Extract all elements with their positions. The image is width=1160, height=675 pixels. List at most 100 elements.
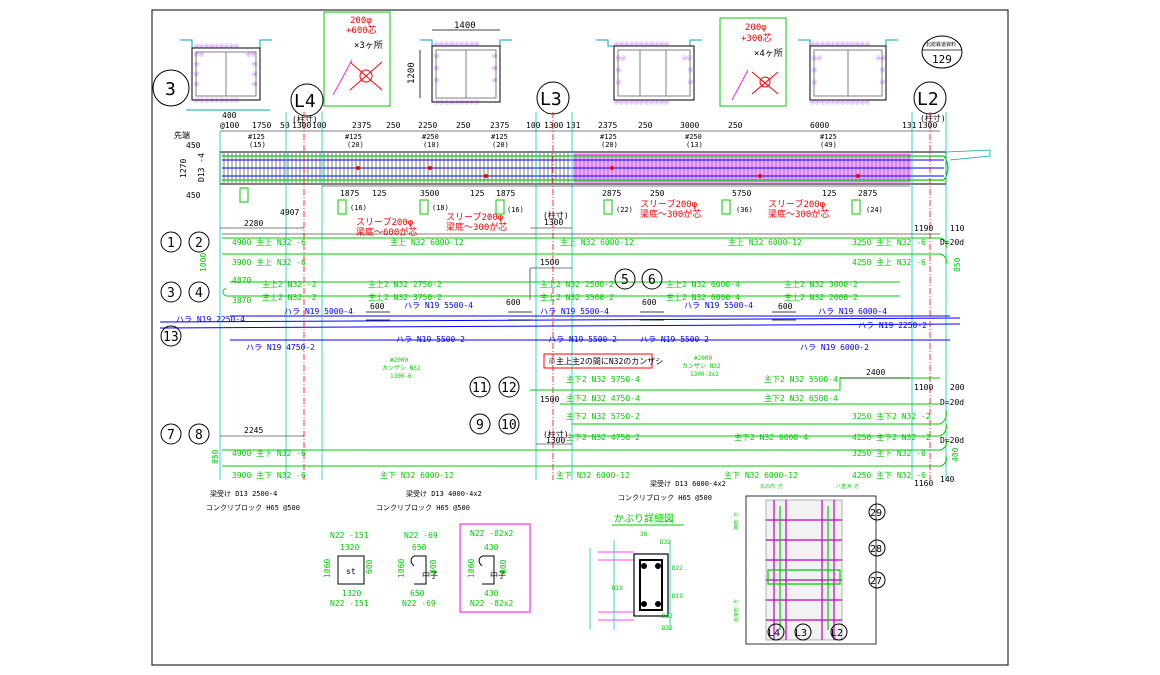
svg-text:主下 N32 6000-12: 主下 N32 6000-12 xyxy=(380,470,454,480)
svg-text:スリーブ200φ: スリーブ200φ xyxy=(640,198,698,210)
svg-text:ⓓ: ⓓ xyxy=(492,53,497,60)
svg-text:250: 250 xyxy=(650,189,665,198)
svg-text:D32: D32 xyxy=(662,625,673,632)
svg-text:コンクリブロック H65 @500: コンクリブロック H65 @500 xyxy=(618,493,712,502)
svg-text:3250 主下2 N32 -2: 3250 主下2 N32 -2 xyxy=(852,411,931,421)
circle-3-big: 3 xyxy=(165,79,176,100)
kanzashi-note-box xyxy=(543,353,653,369)
svg-text:ⓓⓓ: ⓓⓓ xyxy=(682,55,692,62)
bar-shape-st: N22 -151 1320 1060 600 1320 N22 -151 st xyxy=(323,531,374,608)
svg-text:400: 400 xyxy=(951,447,960,462)
svg-text:131: 131 xyxy=(566,121,581,130)
svg-text:ⓓ: ⓓ xyxy=(616,79,621,86)
svg-text:ⓓ: ⓓ xyxy=(688,79,693,86)
svg-text:ⓓ: ⓓ xyxy=(616,67,621,74)
svg-text:131: 131 xyxy=(902,121,917,130)
svg-text:(24): (24) xyxy=(866,206,883,214)
svg-text:主下2 N32 4750-4: 主下2 N32 4750-4 xyxy=(566,393,640,403)
svg-text:4250 主下 N32 -6: 4250 主下 N32 -6 xyxy=(852,470,926,480)
svg-text:8: 8 xyxy=(195,428,203,443)
col-label-L2: (柱寸) xyxy=(920,113,946,123)
svg-text:(16): (16) xyxy=(350,204,367,212)
svg-text:650: 650 xyxy=(412,543,427,552)
svg-text:250: 250 xyxy=(386,121,401,130)
svg-text:主上 N32 6000-12: 主上 N32 6000-12 xyxy=(728,237,802,247)
svg-text:1: 1 xyxy=(167,236,175,251)
svg-text:ⓓ: ⓓ xyxy=(812,67,817,74)
svg-text:主上2 N32 2750-2: 主上2 N32 2750-2 xyxy=(368,279,442,289)
svg-text:ⓓⓓ: ⓓⓓ xyxy=(194,51,204,58)
bar-shape-nakago-2: N22 -82x2 430 1060 800 430 N22 -82x2 中子 xyxy=(467,529,514,608)
svg-text:@100: @100 xyxy=(220,121,239,130)
col-label-L4: (柱寸) xyxy=(292,114,318,124)
svg-text:ⓓⓓ: ⓓⓓ xyxy=(812,55,822,62)
svg-text:丸の内 方: 丸の内 方 xyxy=(760,483,783,490)
svg-text:1300: 1300 xyxy=(544,218,563,227)
svg-text:(18): (18) xyxy=(432,204,449,212)
svg-text:ⓓ: ⓓ xyxy=(194,71,199,78)
svg-text:梁底～300が芯: 梁底～300が芯 xyxy=(446,221,507,233)
kanzashi-note: ※主上主2の間にN32のカンザシ xyxy=(548,356,663,366)
svg-text:ⓓ: ⓓ xyxy=(252,71,257,78)
svg-text:ⓓ: ⓓ xyxy=(252,61,257,68)
svg-text:600: 600 xyxy=(370,302,385,311)
svg-text:梁受け D13 4000-4x2: 梁受け D13 4000-4x2 xyxy=(406,489,482,498)
svg-text:主上 N32 6000-12: 主上 N32 6000-12 xyxy=(560,237,634,247)
svg-text:主上2 N32 2000-2: 主上2 N32 2000-2 xyxy=(784,292,858,302)
svg-text:カンザシ N32: カンザシ N32 xyxy=(682,363,721,370)
svg-text:D13 -4: D13 -4 xyxy=(197,153,206,182)
svg-text:100: 100 xyxy=(312,121,327,130)
note2-line2: +300芯 xyxy=(741,32,772,44)
svg-text:st: st xyxy=(346,567,356,576)
svg-text:7: 7 xyxy=(167,428,175,443)
svg-text:主上 N32 6000-12: 主上 N32 6000-12 xyxy=(390,237,464,247)
svg-text:主上2 N32 6000-4: 主上2 N32 6000-4 xyxy=(666,279,740,289)
svg-text:4900 主下 N32 -6: 4900 主下 N32 -6 xyxy=(232,448,306,458)
svg-text:N22 -82x2: N22 -82x2 xyxy=(470,529,514,538)
svg-text:#125: #125 xyxy=(248,133,265,141)
svg-text:1300: 1300 xyxy=(544,121,563,130)
svg-text:100: 100 xyxy=(526,121,541,130)
svg-text:600: 600 xyxy=(365,559,374,574)
svg-text:ⓓ: ⓓ xyxy=(688,67,693,74)
joint-detail: L4 L3 L2 29 28 27 丸の内 方 八重洲 方 神田 方 有楽町 方 xyxy=(733,483,886,645)
svg-text:スリーブ200φ: スリーブ200φ xyxy=(446,211,504,223)
svg-text:1300-3x2: 1300-3x2 xyxy=(690,371,719,378)
svg-text:梁受け D13 2500-4: 梁受け D13 2500-4 xyxy=(210,489,277,498)
svg-text:2250: 2250 xyxy=(418,121,437,130)
pitch-labels: #125(15) #125(20) #250(10) #125(20) #125… xyxy=(248,133,837,149)
svg-text:4250 主下2 N32 -2: 4250 主下2 N32 -2 xyxy=(852,432,931,442)
cover-detail: かぶり詳細図 38 D32 D22 D19 D19 D32 D32 xyxy=(589,512,684,632)
svg-text:(36): (36) xyxy=(736,206,753,214)
svg-text:250: 250 xyxy=(456,121,471,130)
svg-text:梁受け D13 6000-4x2: 梁受け D13 6000-4x2 xyxy=(650,479,726,488)
note2-line3: ×4ヶ所 xyxy=(754,48,783,59)
svg-text:600: 600 xyxy=(778,302,793,311)
svg-text:ハラ N19 5500-2: ハラ N19 5500-2 xyxy=(396,335,465,344)
svg-text:4870: 4870 xyxy=(232,276,251,285)
svg-text:主下2 N32 6500-4: 主下2 N32 6500-4 xyxy=(764,393,838,403)
svg-text:2245: 2245 xyxy=(244,426,263,435)
svg-text:1100: 1100 xyxy=(914,383,933,392)
svg-text:5750: 5750 xyxy=(732,189,751,198)
svg-text:ⓓ: ⓓ xyxy=(434,77,439,84)
sheet-border xyxy=(151,9,1009,666)
svg-text:ⓓ: ⓓ xyxy=(492,65,497,72)
svg-text:L4: L4 xyxy=(768,628,780,639)
svg-text:主下 N32 6000-12: 主下 N32 6000-12 xyxy=(724,470,798,480)
svg-text:2375: 2375 xyxy=(490,121,509,130)
svg-text:ⓓⓓⓓⓓⓓⓓⓓⓓⓓ: ⓓⓓⓓⓓⓓⓓⓓⓓⓓ xyxy=(194,97,239,104)
svg-text:2: 2 xyxy=(195,236,203,251)
svg-text:1060: 1060 xyxy=(397,559,406,578)
svg-text:1300: 1300 xyxy=(918,121,937,130)
col-label-L3b: (柱寸) xyxy=(543,429,569,439)
svg-text:(16): (16) xyxy=(507,206,524,214)
svg-text:650: 650 xyxy=(410,589,425,598)
svg-text:5: 5 xyxy=(621,273,629,288)
svg-text:1875: 1875 xyxy=(496,189,515,198)
svg-text:ハラ N19 5500-4: ハラ N19 5500-4 xyxy=(684,301,753,310)
svg-text:ⓓ: ⓓ xyxy=(194,61,199,68)
rebar-lines xyxy=(159,227,961,467)
sleeve-notes: スリーブ200φ 梁底～600が芯 スリーブ200φ 梁底～300が芯 スリーブ… xyxy=(356,198,829,238)
svg-text:D32: D32 xyxy=(660,539,671,546)
